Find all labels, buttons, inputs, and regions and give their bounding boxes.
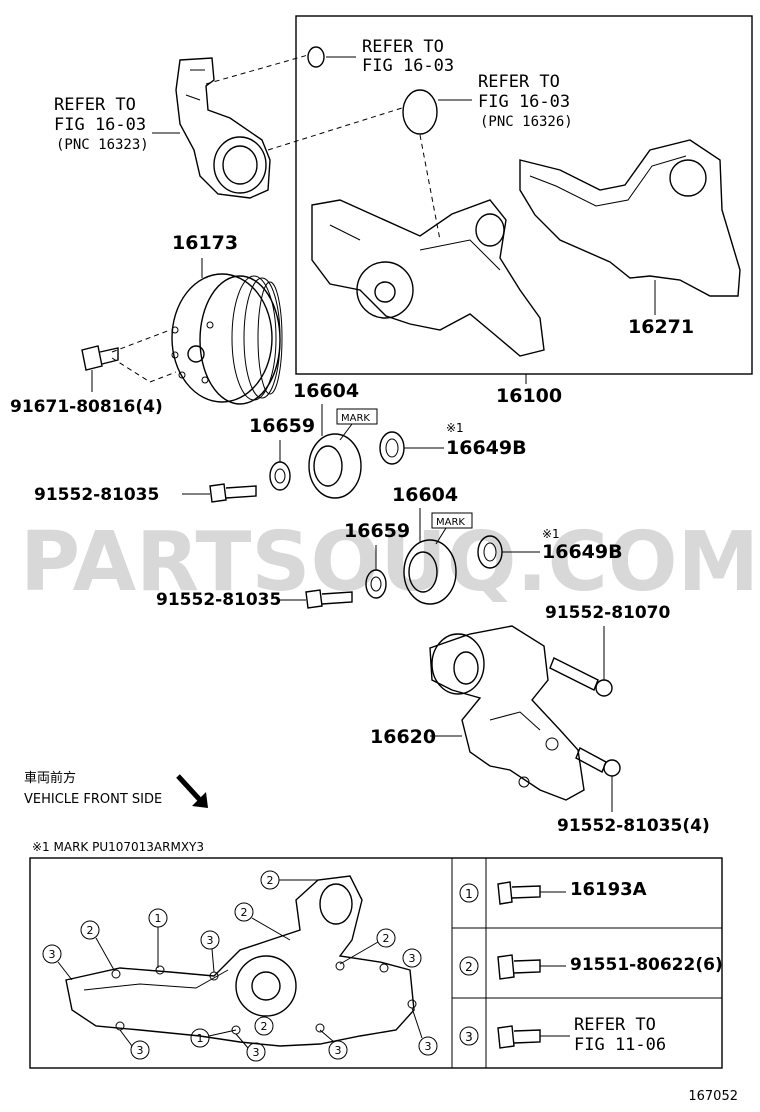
- pulley: [171, 273, 283, 405]
- ref-top-left-line3: (PNC 16323): [56, 137, 149, 153]
- callout-3e: 3: [235, 1033, 266, 1062]
- bolt-icon-1: [497, 881, 541, 905]
- label-16604-lower: 16604: [392, 484, 458, 506]
- callout-3a: 3: [42, 944, 73, 981]
- legend-num-circle-3: [459, 1026, 479, 1046]
- bolt-icon-3: [497, 1025, 541, 1049]
- svg-text:2: 2: [267, 874, 274, 887]
- legend-text-3b: FIG 11-06: [574, 1035, 666, 1055]
- ref-top-right-line3: (PNC 16326): [480, 114, 573, 130]
- o-ring-small: [307, 46, 325, 68]
- bolt-91552-lower: [305, 589, 353, 609]
- label-16173: 16173: [172, 232, 238, 254]
- svg-text:1: 1: [197, 1032, 204, 1045]
- label-16659-upper: 16659: [249, 415, 315, 437]
- svg-text:2: 2: [383, 932, 390, 945]
- watermark: PARTSOUQ.COM: [20, 515, 759, 610]
- mark-upper: MARK: [341, 413, 370, 424]
- callout-3f: 3: [319, 1029, 348, 1060]
- label-91671: 91671-80816(4): [10, 397, 163, 417]
- svg-text:2: 2: [261, 1020, 268, 1033]
- bolt-91671: [81, 345, 119, 371]
- label-16649b-lower: 16649B: [542, 541, 623, 563]
- front-side-jp: 車両前方: [24, 770, 76, 786]
- ref-top-mid-line2: FIG 16-03: [362, 56, 454, 76]
- label-16604-upper: 16604: [293, 380, 359, 402]
- label-16649b-upper: 16649B: [446, 437, 527, 459]
- water-pump-assembly-box: [295, 15, 753, 375]
- svg-text:2: 2: [87, 924, 94, 937]
- ref-top-right-line2: FIG 16-03: [478, 92, 570, 112]
- note-upper: ※1: [446, 421, 464, 435]
- callout-3b: 3: [200, 930, 220, 973]
- mark-box-lower: [431, 512, 473, 529]
- callout-2a: 2: [80, 920, 115, 971]
- figure-id: 167052: [688, 1089, 738, 1104]
- svg-text:3: 3: [409, 952, 416, 965]
- callout-2b: 2: [260, 870, 318, 890]
- svg-text:3: 3: [425, 1040, 432, 1053]
- svg-text:3: 3: [253, 1046, 260, 1059]
- callout-3d: 3: [119, 1029, 150, 1060]
- label-16271: 16271: [628, 316, 694, 338]
- bolt-91552-81035-4: [575, 747, 621, 777]
- front-side-en: VEHICLE FRONT SIDE: [24, 792, 162, 807]
- svg-text:3: 3: [207, 934, 214, 947]
- label-16659-lower: 16659: [344, 520, 410, 542]
- svg-text:3: 3: [49, 948, 56, 961]
- callout-2e: 2: [254, 1016, 274, 1036]
- label-16620: 16620: [370, 726, 436, 748]
- label-91552-upper: 91552-81035: [34, 485, 159, 505]
- svg-text:3: 3: [335, 1044, 342, 1057]
- mark-box-upper: [336, 408, 378, 425]
- legend-num-1: 1: [465, 887, 473, 901]
- bolt-91552-81070: [549, 657, 613, 697]
- svg-text:1: 1: [155, 912, 162, 925]
- o-ring-large: [402, 89, 438, 135]
- legend-text-3a: REFER TO: [574, 1015, 656, 1035]
- legend-num-3: 3: [465, 1030, 473, 1044]
- legend-pump-outline: [65, 875, 417, 1047]
- ref-top-mid-line1: REFER TO: [362, 37, 444, 57]
- callout-3c: 3: [402, 948, 422, 968]
- svg-text:3: 3: [137, 1044, 144, 1057]
- callout-1b: 1: [190, 1028, 237, 1048]
- label-91552-81070: 91552-81070: [545, 603, 671, 623]
- gasket: [519, 139, 741, 297]
- legend-text-2: 91551-80622(6): [570, 955, 723, 975]
- svg-text:2: 2: [241, 906, 248, 919]
- legend-box: [29, 857, 723, 1069]
- ref-top-left-line2: FIG 16-03: [54, 115, 146, 135]
- callout-3g: 3: [411, 1007, 438, 1056]
- callout-1a: 1: [148, 908, 168, 968]
- bolt-91552-upper: [209, 483, 257, 503]
- water-pump-body: [311, 199, 545, 357]
- ref-top-right-line1: REFER TO: [478, 72, 560, 92]
- label-91552-lower: 91552-81035: [156, 590, 281, 610]
- legend-num-circle-2: [459, 956, 479, 976]
- tensioner: [429, 625, 585, 801]
- ref-top-left-line1: REFER TO: [54, 95, 136, 115]
- front-arrow-icon: [176, 774, 202, 802]
- legend-title: ※1 MARK PU107013ARMXY3: [32, 840, 204, 854]
- water-inlet-part: [175, 57, 271, 199]
- legend-text-1: 16193A: [570, 879, 647, 900]
- label-91552-81035-4: 91552-81035(4): [557, 816, 710, 836]
- idler-pulley-upper: [269, 431, 405, 499]
- callout-2c: 2: [234, 902, 291, 941]
- mark-lower: MARK: [436, 517, 465, 528]
- callout-2d: 2: [339, 928, 396, 965]
- label-16100: 16100: [496, 385, 562, 407]
- legend-num-circle-1: [459, 883, 479, 903]
- note-lower: ※1: [542, 527, 560, 541]
- bolt-icon-2: [497, 954, 541, 980]
- legend-num-2: 2: [465, 960, 473, 974]
- front-arrowhead-icon: [192, 792, 208, 808]
